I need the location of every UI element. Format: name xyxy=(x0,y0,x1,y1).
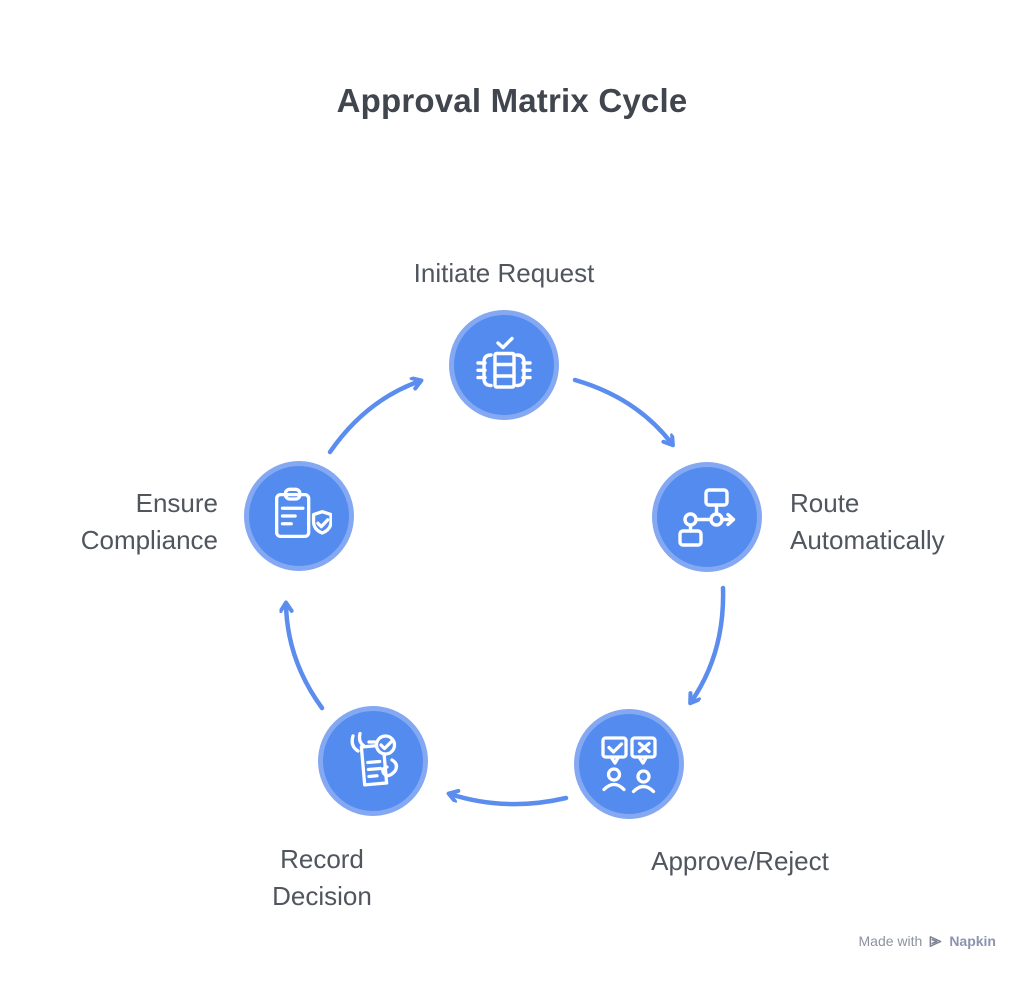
approve-reject-chat-people-icon xyxy=(601,736,657,794)
node-circle-approve-reject xyxy=(574,709,684,819)
node-label-route-automatically: Route Automatically xyxy=(790,488,945,555)
record-decision-document-icon xyxy=(350,731,399,787)
watermark-brand: Napkin xyxy=(949,933,996,949)
flowchart-route-icon xyxy=(678,488,736,547)
diagram-title: Approval Matrix Cycle xyxy=(336,82,688,119)
arrow-approve-to-record xyxy=(450,794,569,807)
arrow-initiate-to-route xyxy=(572,377,672,444)
node-label-initiate-request: Initiate Request xyxy=(413,258,595,288)
approval-matrix-icon xyxy=(476,336,532,389)
watermark-prefix: Made with xyxy=(858,933,923,949)
node-circle-initiate-request xyxy=(449,310,559,420)
node-circle-ensure-compliance xyxy=(244,461,354,571)
watermark: Made with Napkin xyxy=(859,933,997,949)
node-label-approve-reject: Approve/Reject xyxy=(651,846,829,876)
compliance-clipboard-shield-icon xyxy=(275,487,332,539)
arrow-record-to-ensure xyxy=(286,604,325,711)
arrow-ensure-to-initiate xyxy=(327,381,420,455)
node-circle-record-decision xyxy=(318,706,428,816)
node-circle-route-automatically xyxy=(652,462,762,572)
node-label-record-decision: Record Decision xyxy=(272,844,372,911)
napkin-logo-icon xyxy=(929,935,942,947)
node-label-ensure-compliance: Ensure Compliance xyxy=(80,488,218,555)
arrow-route-to-approve xyxy=(691,585,726,702)
